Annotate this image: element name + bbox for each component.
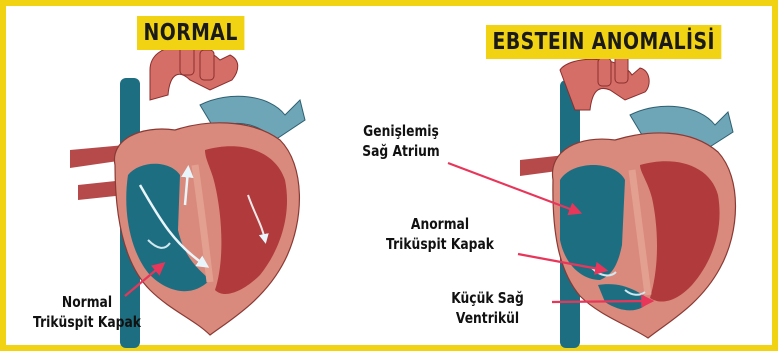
label-small-right-ventricle: Küçük Sağ Ventrikül <box>440 288 534 328</box>
title-ebstein: EBSTEIN ANOMALİSİ <box>486 25 721 59</box>
label-enlarged-right-atrium: Genişlemiş Sağ Atrium <box>355 121 447 161</box>
label-normal-tricuspid-valve: Normal Triküspit Kapak <box>30 292 145 332</box>
title-normal: NORMAL <box>137 16 244 50</box>
label-abnormal-tricuspid-valve: Anormal Triküspit Kapak <box>383 214 498 254</box>
small-ventricle-arrow <box>552 301 650 302</box>
